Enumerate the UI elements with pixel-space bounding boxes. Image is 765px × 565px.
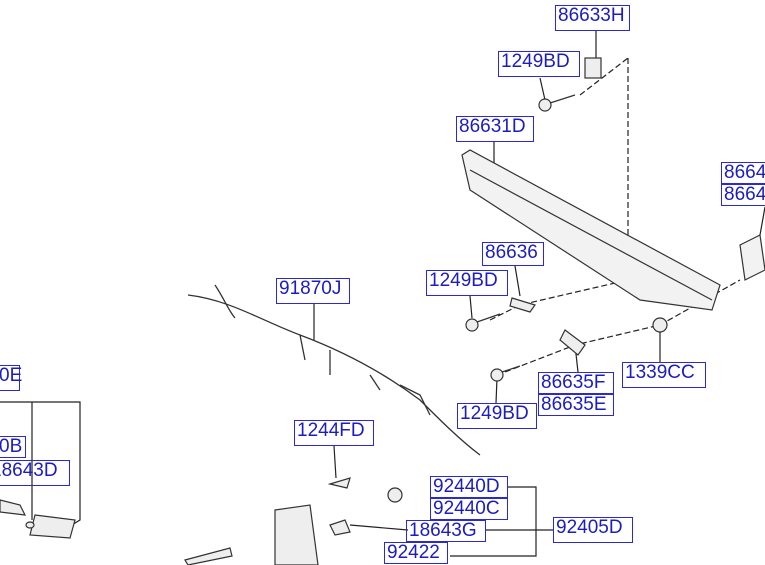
part-label-92440d[interactable]: 92440D	[430, 476, 508, 498]
part-label-8664-a[interactable]: 8664	[721, 162, 765, 184]
leader-line	[759, 206, 765, 236]
wiring-harness	[187, 284, 481, 456]
part-label-1244fd[interactable]: 1244FD	[294, 420, 374, 446]
clip-part	[584, 57, 602, 79]
sensor-part	[739, 234, 765, 281]
part-label-86633h[interactable]: 86633H	[555, 5, 630, 31]
leader-line	[469, 295, 473, 319]
part-label-0e[interactable]: 0E	[0, 365, 22, 391]
lamp-housing-part	[274, 504, 319, 565]
part-label-86631d[interactable]: 86631D	[456, 116, 534, 142]
part-label-86635f[interactable]: 86635F	[538, 372, 614, 394]
leader-line	[349, 524, 409, 531]
bracket-part	[509, 297, 536, 313]
part-label-92422[interactable]: 92422	[384, 542, 448, 564]
part-label-86635e[interactable]: 86635E	[538, 394, 614, 416]
assembly-line	[579, 57, 629, 96]
assembly-line	[489, 279, 629, 321]
license-lamp-part	[29, 514, 76, 539]
nut-part	[652, 317, 668, 333]
bolt-part	[538, 98, 552, 112]
part-label-92440c[interactable]: 92440C	[430, 498, 508, 520]
part-label-1339cc[interactable]: 1339CC	[622, 362, 706, 388]
leader-line	[495, 377, 498, 404]
part-label-18643g[interactable]: 18643G	[406, 520, 486, 542]
leader-line	[514, 265, 521, 297]
bolt-part	[465, 318, 479, 332]
part-label-1249bd-mid[interactable]: 1249BD	[426, 270, 508, 296]
part-label-86636[interactable]: 86636	[482, 242, 544, 266]
rear-bumper-rail	[461, 149, 765, 311]
part-label-0b[interactable]: 0B	[0, 436, 26, 458]
part-label-1249bd-low[interactable]: 1249BD	[457, 403, 537, 429]
bulb-part	[25, 521, 35, 529]
part-label-91870j[interactable]: 91870J	[276, 278, 350, 304]
part-label-8664-b[interactable]: 8664	[721, 184, 765, 206]
trim-part	[184, 547, 233, 565]
socket-part	[387, 487, 403, 503]
bolt-part	[490, 368, 504, 382]
part-label-1249bd-top[interactable]: 1249BD	[498, 51, 580, 77]
screw-part	[327, 477, 351, 489]
connector-part	[0, 499, 27, 516]
part-label-18643d[interactable]: 18643D	[0, 460, 70, 486]
leader-line	[333, 445, 337, 479]
bracket-line	[450, 486, 537, 557]
bracket-part	[559, 329, 586, 356]
part-label-92405d[interactable]: 92405D	[553, 517, 633, 543]
leader-line	[539, 77, 546, 101]
bulb-part	[329, 519, 351, 536]
